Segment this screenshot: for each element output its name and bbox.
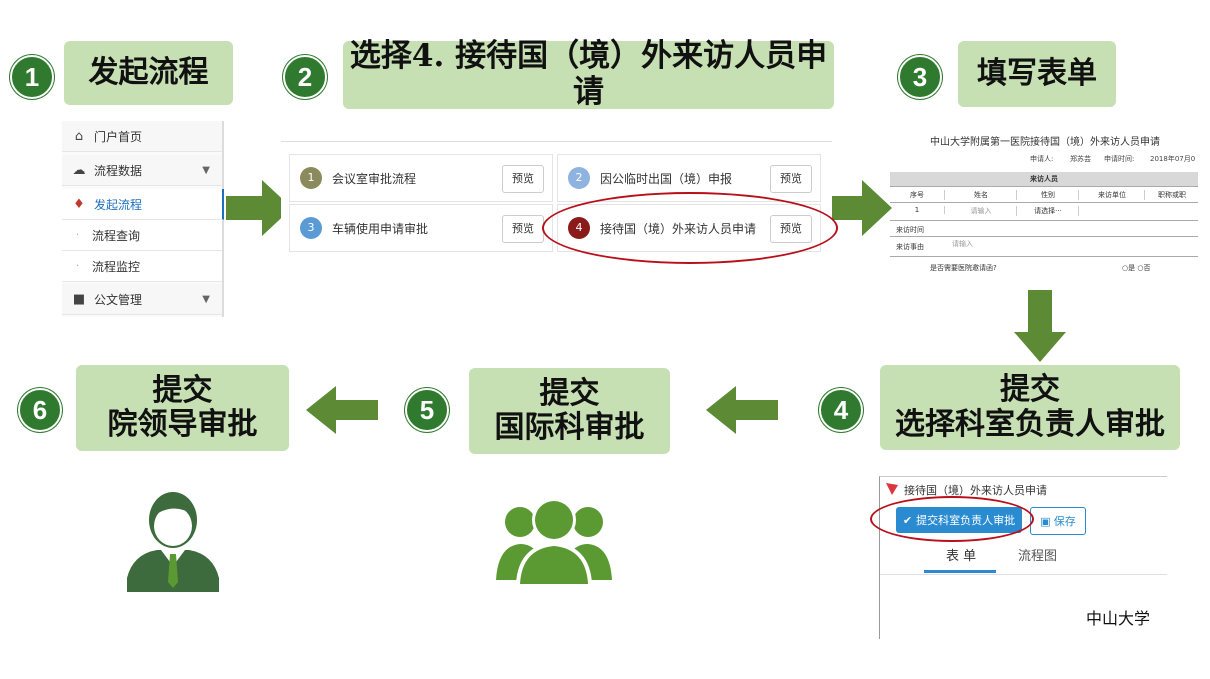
arrow-down-icon: [1014, 290, 1066, 362]
highlight-ellipse: [870, 496, 1034, 542]
step-3-badge: 3: [898, 55, 942, 99]
no-label: 否: [1143, 264, 1151, 272]
process-label: 因公临时出国（境）申报: [600, 171, 733, 186]
arrow-left-icon: [706, 386, 778, 434]
step-1-label: 发起流程: [64, 41, 233, 105]
step-4-line-2: 选择科室负责人审批: [895, 406, 1165, 442]
tab-flowchart[interactable]: 流程图: [1018, 549, 1058, 564]
process-number: 3: [300, 217, 322, 239]
process-card-3[interactable]: 3 车辆使用申请审批 预览: [289, 204, 553, 252]
menu-item-process-data[interactable]: ☁ 流程数据 ▼: [62, 155, 222, 186]
process-number: 2: [568, 167, 590, 189]
step-3-label: 填写表单: [958, 41, 1116, 107]
leader-person-icon: [127, 492, 219, 592]
process-label: 车辆使用申请审批: [332, 221, 429, 236]
step-5-badge: 5: [405, 388, 449, 432]
visit-time-label: 来访时间: [896, 226, 924, 234]
step-2-text: 选择4. 接待国（境）外来访人员申请: [349, 38, 828, 110]
step-2-label: 选择4. 接待国（境）外来访人员申请: [343, 38, 834, 110]
step-5-line-2: 国际科审批: [494, 410, 645, 445]
menu-item-label: 流程监控: [92, 259, 141, 274]
cloud-upload-icon: ☁: [72, 162, 86, 178]
save-label: 保存: [1053, 515, 1076, 528]
arrow-right-icon: [826, 180, 892, 236]
divider: [890, 256, 1198, 257]
panel-title: 接待国（境）外来访人员申请: [904, 484, 1047, 497]
folder-icon: ■: [72, 291, 86, 307]
tab-divider: [880, 574, 1167, 575]
visit-reason-label: 来访事由: [896, 243, 924, 251]
save-button[interactable]: ▣ 保存: [1030, 507, 1086, 535]
menu-item-process-query[interactable]: · 流程查询: [62, 220, 222, 251]
chevron-down-icon: ▼: [202, 293, 210, 305]
tab-form-underline: [924, 570, 996, 573]
applicant-label: 申请人:: [1030, 155, 1054, 163]
menu-item-label: 流程数据: [94, 163, 143, 178]
process-label: 会议室审批流程: [332, 171, 417, 186]
date-value: 2018年07月0: [1150, 155, 1196, 163]
step-3-text: 填写表单: [977, 55, 1097, 91]
gender-select[interactable]: 请选择···: [1018, 206, 1079, 216]
yes-label: 是: [1128, 264, 1136, 272]
highlight-ellipse: [542, 192, 838, 264]
menu-item-label: 公文管理: [94, 292, 143, 307]
sub-dot-icon: ·: [76, 260, 80, 272]
divider: [890, 220, 1198, 221]
menu-item-home[interactable]: ⌂ 门户首页: [62, 121, 222, 152]
menu-item-documents[interactable]: ■ 公文管理 ▼: [62, 284, 222, 315]
group-people-icon: [496, 498, 612, 584]
step-5-label: 提交 国际科审批: [469, 368, 670, 454]
menu-item-label: 发起流程: [94, 197, 143, 212]
form-title: 中山大学附属第一医院接待国（境）外来访人员申请: [930, 137, 1160, 148]
preview-button[interactable]: 预览: [502, 215, 544, 243]
visit-reason-input[interactable]: 请输入: [952, 240, 973, 248]
step-1-badge: 1: [10, 55, 54, 99]
column-header: 姓名: [946, 190, 1017, 200]
arrow-left-icon: [306, 386, 378, 434]
divider: [890, 236, 1198, 237]
process-number: 1: [300, 167, 322, 189]
visitors-section-header: 来访人员: [890, 172, 1198, 186]
step-4-line-1: 提交: [1000, 372, 1060, 407]
chevron-down-icon: ▼: [202, 164, 210, 176]
divider: [890, 186, 1198, 187]
footer-text: 中山大学: [1086, 609, 1151, 628]
step-6-line-2: 院领导审批: [107, 407, 258, 442]
step-6-badge: 6: [18, 388, 62, 432]
home-icon: ⌂: [74, 128, 84, 144]
step-6-label: 提交 院领导审批: [76, 365, 289, 451]
step-5-line-1: 提交: [539, 375, 600, 411]
sub-dot-icon: ·: [76, 229, 80, 241]
invite-question: 是否需要医院邀请函?: [930, 264, 997, 272]
preview-button[interactable]: 预览: [502, 165, 544, 193]
menu-item-label: 流程查询: [92, 228, 141, 243]
flag-icon: [886, 483, 898, 495]
applicant-value: 郑苏芸: [1070, 155, 1091, 163]
tab-form[interactable]: 表 单: [946, 549, 977, 564]
name-input[interactable]: 请输入: [946, 206, 1017, 216]
step-6-line-1: 提交: [152, 372, 213, 408]
date-label: 申请时间:: [1104, 155, 1135, 163]
step-1-text: 发起流程: [88, 54, 209, 90]
preview-button[interactable]: 预览: [770, 165, 812, 193]
column-header: 来访单位: [1080, 190, 1145, 200]
application-form: 中山大学附属第一医院接待国（境）外来访人员申请 申请人: 郑苏芸 申请时间: 2…: [890, 126, 1198, 276]
save-icon: ▣: [1040, 514, 1051, 528]
menu-item-label: 门户首页: [94, 129, 143, 144]
step-4-badge: 4: [819, 388, 863, 432]
row-number: 1: [890, 206, 945, 214]
flame-icon: ♦: [73, 196, 85, 212]
step-4-label: 提交 选择科室负责人审批: [880, 365, 1180, 450]
column-header: 性别: [1018, 190, 1079, 200]
menu-item-process-monitor[interactable]: · 流程监控: [62, 251, 222, 282]
column-header: 序号: [890, 190, 945, 200]
divider: [890, 202, 1198, 203]
sidebar-menu: ⌂ 门户首页 ☁ 流程数据 ▼ ♦ 发起流程 · 流程查询 · 流程监控 ■ 公…: [62, 121, 224, 317]
step-2-badge: 2: [283, 55, 327, 99]
menu-item-start-process[interactable]: ♦ 发起流程: [62, 189, 224, 220]
arrow-right-icon: [226, 180, 292, 236]
process-card-1[interactable]: 1 会议室审批流程 预览: [289, 154, 553, 202]
invite-yes-radio[interactable]: ○是 ○否: [1122, 264, 1151, 272]
column-header: 职称或职: [1158, 191, 1186, 199]
